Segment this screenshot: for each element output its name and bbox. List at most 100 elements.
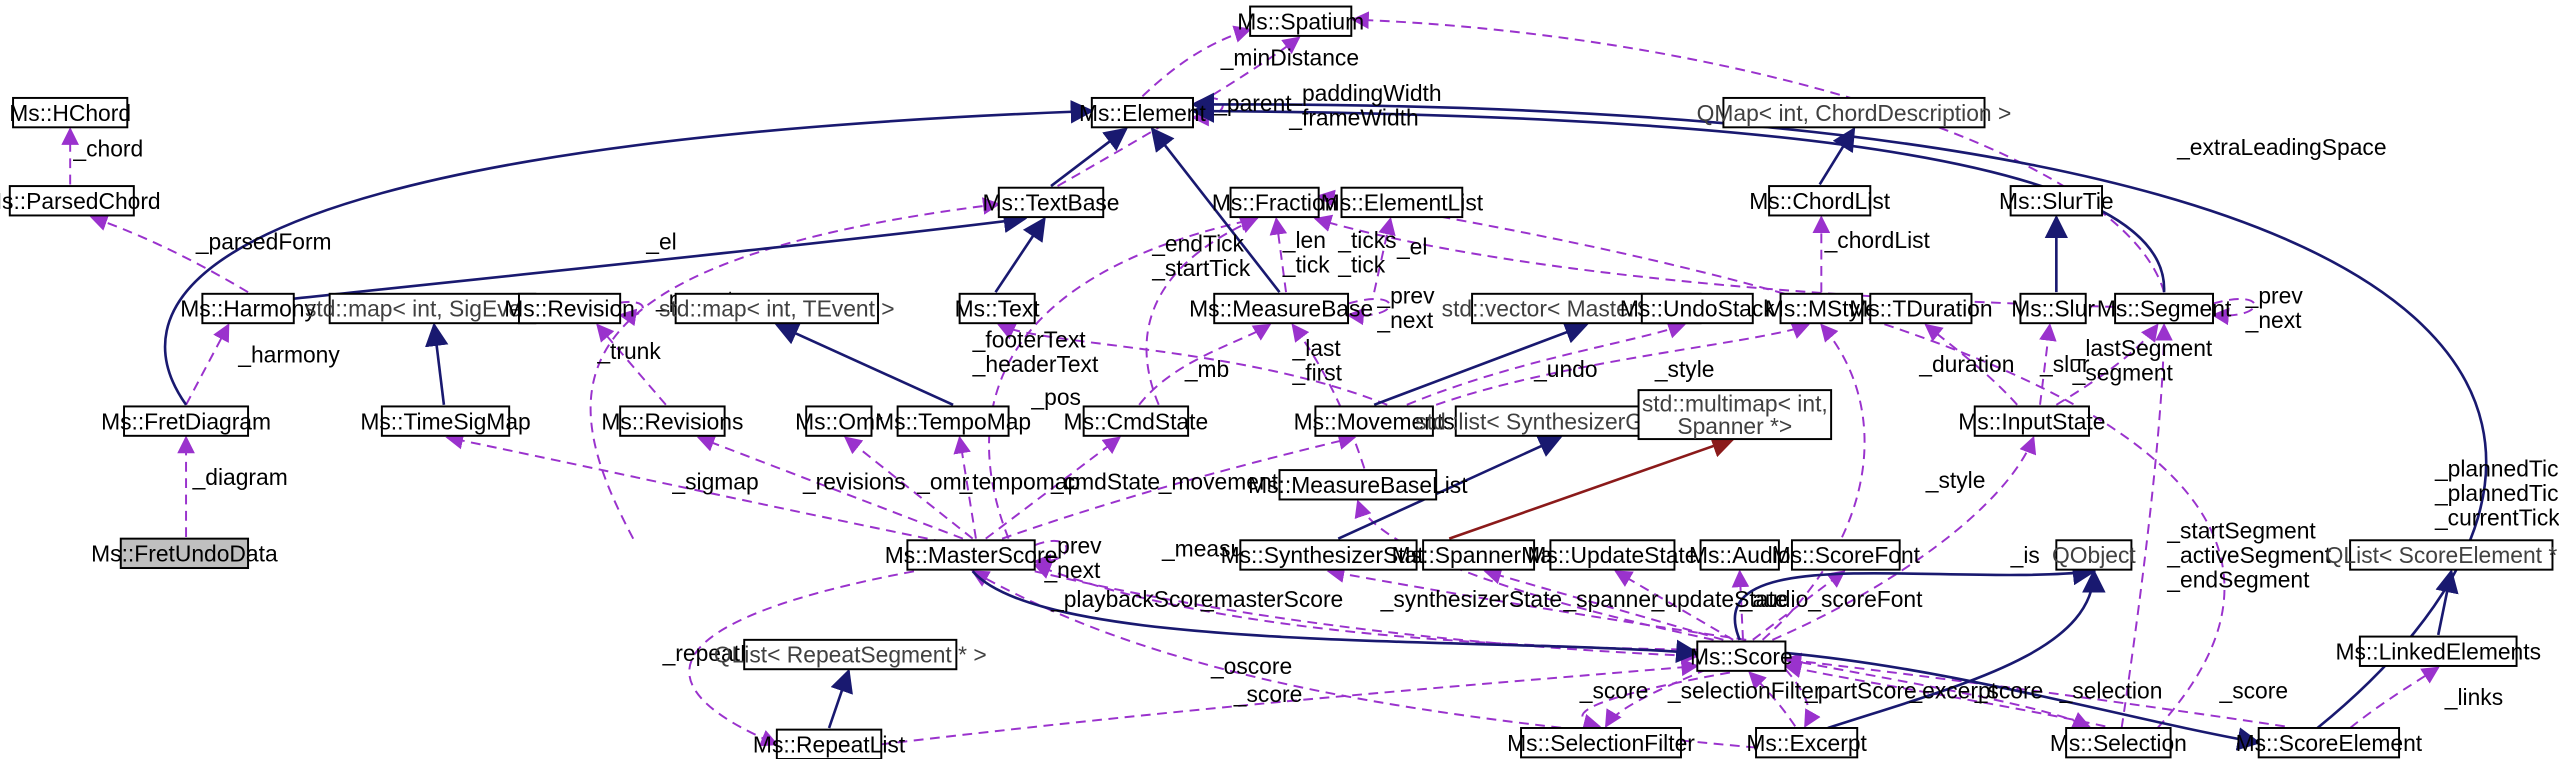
edge-label-chordList: _chordList	[1824, 227, 1931, 253]
class-box	[1239, 539, 1418, 571]
class-node-slurtie[interactable]: Ms::SlurTie	[1999, 185, 2114, 217]
usage-edge	[185, 323, 230, 406]
class-box	[1790, 539, 1901, 571]
usage-edge	[1771, 435, 2037, 641]
usage-edge	[1483, 567, 1724, 641]
class-label: Ms::Score	[1690, 643, 1793, 669]
edge-label-parsedForm: _parsedForm	[195, 229, 332, 255]
class-node-element[interactable]: Ms::Element	[1079, 96, 1207, 129]
edge-label-style-movements: _style	[1654, 356, 1715, 382]
inheritance-edge	[1373, 321, 1589, 407]
class-node-slur[interactable]: Ms::Slur	[2011, 292, 2095, 325]
class-node-tduration[interactable]: Ms::TDuration	[1849, 292, 1993, 325]
edge-label-prev-next-seg: _prev_next	[2245, 283, 2304, 333]
class-node-qobject[interactable]: QObject	[2052, 539, 2136, 571]
class-box	[674, 292, 880, 325]
usage-edge	[2211, 298, 2256, 326]
class-node-masterscore[interactable]: Ms::MasterScore	[885, 539, 1058, 571]
class-node-revision[interactable]: Ms::Revision	[504, 292, 635, 325]
class-label: Ms::UndoStack	[1620, 296, 1775, 322]
edge-label-harmony: _harmony	[237, 341, 340, 367]
class-node-scorefont[interactable]: Ms::ScoreFont	[1772, 539, 1921, 571]
edge-label-prev-next-master: _prev_next	[1043, 532, 1102, 582]
class-node-excerpt[interactable]: Ms::Excerpt	[1746, 727, 1868, 759]
class-node-hchord[interactable]: Ms::HChord	[9, 96, 131, 129]
class-node-harmony[interactable]: Ms::Harmony	[180, 292, 317, 325]
edge-label-trunk: _trunk	[596, 338, 661, 364]
usage-edge	[1731, 569, 1750, 640]
class-box	[2009, 185, 2104, 217]
class-node-repeatlist[interactable]: Ms::RepeatList	[753, 728, 906, 759]
class-node-mstyle[interactable]: Ms::MStyle	[1765, 292, 1878, 325]
class-node-text[interactable]: Ms::Text	[955, 292, 1041, 325]
class-node-mapsig[interactable]: std::map< int, SigEvent >	[305, 292, 560, 325]
class-node-revisions[interactable]: Ms::Revisions	[601, 405, 743, 437]
class-node-synthstate[interactable]: Ms::SynthesizerState	[1221, 539, 1437, 571]
class-node-undostack[interactable]: Ms::UndoStack	[1620, 292, 1775, 325]
inheritance-edge	[425, 322, 449, 405]
class-node-scoreelement[interactable]: Ms::ScoreElement	[2236, 727, 2423, 759]
class-node-selectionfilter[interactable]: Ms::SelectionFilter	[1507, 727, 1695, 759]
class-node-qlistrepeat[interactable]: QList< RepeatSegment * >	[714, 638, 987, 671]
class-box	[896, 405, 1010, 437]
class-label: Ms::Text	[955, 296, 1041, 322]
class-node-parsedchord[interactable]: Ms::ParsedChord	[0, 185, 161, 217]
usage-edge	[1034, 570, 1700, 665]
edge-label-undo: _undo	[1533, 356, 1597, 382]
usage-edge	[688, 570, 915, 747]
usage-edge	[985, 436, 1121, 540]
edge-label-chord: _chord	[72, 136, 143, 162]
class-box	[1422, 539, 1536, 571]
inheritance-edge	[1050, 127, 1128, 188]
class-node-timesigmap[interactable]: Ms::TimeSigMap	[360, 405, 531, 437]
class-node-elementlist[interactable]: Ms::ElementList	[1321, 186, 1484, 219]
usage-edge	[1752, 570, 1846, 641]
class-node-segment[interactable]: Ms::Segment	[2097, 292, 2232, 325]
template-edge	[1448, 434, 1736, 540]
edge-label-diagram: _diagram	[192, 464, 288, 490]
class-box	[518, 292, 622, 325]
edge-label-sigmap: _sigmap	[671, 469, 758, 495]
inheritance-edge	[1785, 651, 2262, 751]
class-node-inputstate[interactable]: Ms::InputState	[1958, 405, 2105, 437]
class-node-spannermap[interactable]: Ms::SpannerMap	[1392, 539, 1566, 571]
class-node-measurebaselist[interactable]: Ms::MeasureBaseList	[1248, 469, 1468, 501]
class-node-fretdiagram[interactable]: Ms::FretDiagram	[101, 405, 271, 437]
usage-edge	[603, 301, 644, 327]
usage-edge	[1581, 671, 1731, 732]
class-label: Ms::FretDiagram	[101, 408, 271, 434]
class-node-cmdstate[interactable]: Ms::CmdState	[1064, 405, 1209, 437]
class-box	[1640, 292, 1754, 325]
usage-edge	[1435, 322, 1810, 406]
class-node-audio[interactable]: Ms::Audio	[1689, 539, 1791, 571]
class-label: Ms::HChord	[9, 100, 131, 126]
class-node-linkedelements[interactable]: Ms::LinkedElements	[2335, 635, 2541, 667]
class-node-maptempo[interactable]: std::map< int, TEvent >	[659, 292, 895, 325]
class-node-fretundodata[interactable]: Ms::FretUndoData	[91, 537, 278, 570]
class-node-measurebase[interactable]: Ms::MeasureBase	[1189, 292, 1373, 325]
class-box	[775, 728, 883, 759]
usage-edge	[1138, 323, 1272, 406]
class-node-fraction[interactable]: Ms::Fraction	[1212, 186, 1338, 219]
class-node-qlistscoreelement[interactable]: QList< ScoreElement * >	[2326, 539, 2559, 571]
class-node-textbase[interactable]: Ms::TextBase	[983, 186, 1120, 219]
class-node-movements[interactable]: Ms::Movements	[1294, 405, 1455, 437]
edge-label-links: _links	[2444, 684, 2503, 710]
class-node-score[interactable]: Ms::Score	[1690, 640, 1793, 672]
usage-edge	[1783, 652, 2285, 728]
class-node-selection[interactable]: Ms::Selection	[2050, 727, 2187, 759]
class-node-qmapchord[interactable]: QMap< int, ChordDescription >	[1697, 96, 2012, 129]
class-node-omr[interactable]: Ms::Omr	[795, 405, 883, 437]
usage-edge	[1145, 216, 1259, 406]
class-node-chordlist[interactable]: Ms::ChordList	[1749, 185, 1891, 217]
edge-label-oscore: _oscore	[1210, 653, 1292, 679]
class-node-multimapspanner[interactable]: std::multimap< int,Spanner *>	[1637, 389, 1833, 441]
class-node-tempomap[interactable]: Ms::TempoMap	[875, 405, 1031, 437]
class-node-spatium[interactable]: Ms::Spatium	[1237, 5, 1364, 37]
edge-label-paddingWidth: _paddingWidth_frameWidth	[1288, 80, 1441, 130]
class-box	[119, 537, 250, 570]
edge-label-mb: _mb	[1184, 356, 1229, 382]
class-node-updatestate[interactable]: Ms::UpdateState	[1527, 539, 1697, 571]
class-box	[958, 292, 1036, 325]
